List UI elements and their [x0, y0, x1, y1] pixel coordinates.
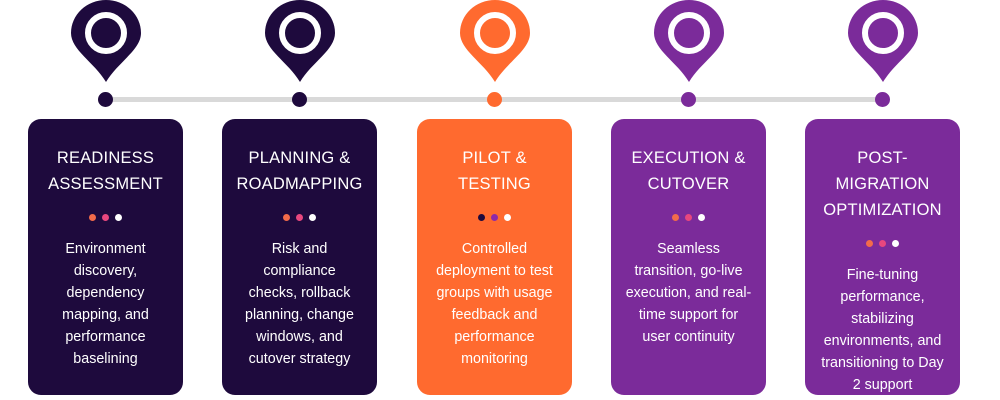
timeline-dot — [292, 92, 307, 107]
phase-title: POST-MIGRATION OPTIMIZATION — [811, 145, 954, 223]
phase-description-line: transitioning to Day — [821, 355, 944, 371]
phase-description: Environment discovery, dependency mapping, … — [34, 238, 177, 370]
decorative-dot — [685, 214, 692, 221]
phase-title: READINESS ASSESSMENT — [34, 145, 177, 197]
phase-description-line: compliance — [263, 263, 336, 279]
phase-description-line: Fine-tuning — [846, 267, 919, 283]
phase-description-line: Environment — [65, 241, 146, 257]
decorative-dot — [892, 240, 899, 247]
phase-description-line: execution, and real- — [625, 285, 752, 301]
phase-description-line: performance — [65, 329, 146, 345]
timeline-dot — [875, 92, 890, 107]
phase-description-line: transition, go-live — [634, 263, 743, 279]
phase-title-line: ASSESSMENT — [48, 175, 163, 193]
decorative-dot — [296, 214, 303, 221]
decorative-dots — [617, 214, 760, 221]
phase-card: PLANNING & ROADMAPPING Risk and compliance c… — [222, 119, 377, 395]
phase-description-line: groups with usage — [436, 285, 553, 301]
phase-description-line: 2 support — [852, 377, 913, 393]
phase-title-line: TESTING — [458, 175, 531, 193]
decorative-dots — [228, 214, 371, 221]
location-pin-icon — [653, 0, 724, 84]
location-pin-icon — [459, 0, 530, 84]
phase-title-line: READINESS — [56, 149, 155, 167]
decorative-dot — [283, 214, 290, 221]
decorative-dot — [89, 214, 96, 221]
decorative-dots — [423, 214, 566, 221]
decorative-dot — [504, 214, 511, 221]
decorative-dot — [491, 214, 498, 221]
phase-description-line: user continuity — [642, 329, 735, 345]
phase-title-line: CUTOVER — [647, 175, 730, 193]
phase-description-line: planning, change — [245, 307, 354, 323]
phase-description-line: Risk and — [271, 241, 328, 257]
phase-description-line: mapping, and — [62, 307, 149, 323]
decorative-dot — [672, 214, 679, 221]
phase-description-line: discovery, — [73, 263, 138, 279]
phase-title: EXECUTION & CUTOVER — [617, 145, 760, 197]
phase-description-line: environments, and — [823, 333, 942, 349]
phase-description-line: dependency — [66, 285, 145, 301]
phase-title-line: EXECUTION & — [631, 149, 746, 167]
decorative-dot — [115, 214, 122, 221]
phase-card: READINESS ASSESSMENT Environment discovery,… — [28, 119, 183, 395]
decorative-dot — [102, 214, 109, 221]
phase-description: Seamless transition, go-live execution, an… — [617, 238, 760, 348]
phase-title: PILOT & TESTING — [423, 145, 566, 197]
location-pin-icon — [847, 0, 918, 84]
decorative-dots — [811, 240, 954, 247]
timeline-dot — [98, 92, 113, 107]
decorative-dot — [309, 214, 316, 221]
decorative-dot — [698, 214, 705, 221]
location-pin-icon — [70, 0, 141, 84]
phase-card: PILOT & TESTING Controlled deployment to te… — [417, 119, 572, 395]
phase-title-line: POST-MIGRATION — [835, 149, 930, 193]
phase-title: PLANNING & ROADMAPPING — [228, 145, 371, 197]
phase-title-line: ROADMAPPING — [236, 175, 363, 193]
decorative-dot — [478, 214, 485, 221]
phase-2: PLANNING & ROADMAPPING Risk and compliance c… — [222, 0, 377, 400]
phase-5: POST-MIGRATION OPTIMIZATION Fine-tuning per… — [805, 0, 960, 400]
decorative-dot — [879, 240, 886, 247]
phase-description-line: Controlled — [461, 241, 528, 257]
phase-card: EXECUTION & CUTOVER Seamless transition, go… — [611, 119, 766, 395]
phase-description-line: cutover strategy — [248, 351, 351, 367]
phase-description: Controlled deployment to test groups with … — [423, 238, 566, 370]
phase-card: POST-MIGRATION OPTIMIZATION Fine-tuning per… — [805, 119, 960, 395]
phase-description-line: performance — [454, 329, 535, 345]
phase-description: Fine-tuning performance, stabilizing enviro… — [811, 264, 954, 396]
phase-description-line: monitoring — [461, 351, 528, 367]
phase-description-line: windows, and — [256, 329, 343, 345]
timeline-dot — [487, 92, 502, 107]
phase-title-line: OPTIMIZATION — [823, 201, 942, 219]
phase-description-line: feedback and — [451, 307, 538, 323]
phase-description-line: baselining — [73, 351, 138, 367]
phase-description-line: performance, — [840, 289, 925, 305]
phase-3: PILOT & TESTING Controlled deployment to te… — [417, 0, 572, 400]
phase-description-line: deployment to test — [436, 263, 553, 279]
decorative-dots — [34, 214, 177, 221]
location-pin-icon — [264, 0, 335, 84]
phase-description-line: stabilizing — [851, 311, 914, 327]
phase-description: Risk and compliance checks, rollback planni… — [228, 238, 371, 370]
phase-description-line: time support for — [638, 307, 739, 323]
decorative-dot — [866, 240, 873, 247]
phase-description-line: Seamless — [657, 241, 720, 257]
timeline-dot — [681, 92, 696, 107]
phase-title-line: PLANNING & — [248, 149, 351, 167]
phase-1: READINESS ASSESSMENT Environment discovery,… — [28, 0, 183, 400]
phase-title-line: PILOT & — [462, 149, 527, 167]
phase-4: EXECUTION & CUTOVER Seamless transition, go… — [611, 0, 766, 400]
phase-description-line: checks, rollback — [248, 285, 351, 301]
